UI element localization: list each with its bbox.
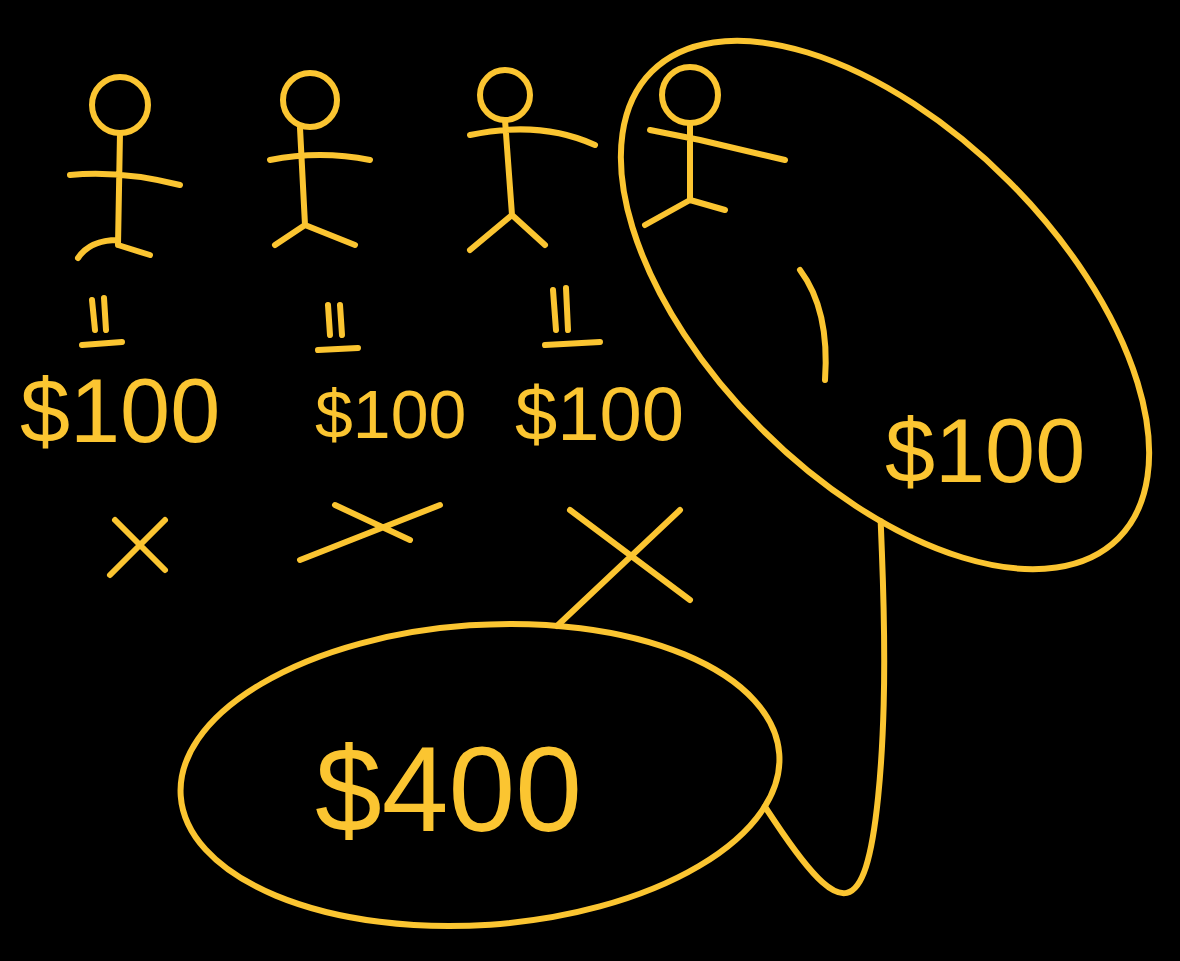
stick-figure xyxy=(645,67,826,380)
label-slot: $100 xyxy=(515,370,684,457)
pointer-stroke xyxy=(800,270,826,380)
figure-body xyxy=(645,123,785,225)
stick-figure xyxy=(70,77,180,258)
amount-text: $400 xyxy=(315,720,582,858)
label-slot: $100 xyxy=(20,360,220,464)
figure-head xyxy=(480,70,530,120)
figure-head xyxy=(92,77,148,133)
amount-text: $100 xyxy=(885,400,1085,504)
stick-figure xyxy=(470,70,595,250)
amount-label: $100 xyxy=(515,370,684,457)
amount-label: $100 xyxy=(20,360,220,464)
ellipse-node: $400 xyxy=(170,615,790,935)
equals-mark xyxy=(545,288,600,345)
figure-body xyxy=(270,128,370,245)
figure-body xyxy=(470,120,595,250)
equals-mark xyxy=(318,305,358,350)
ellipse-shape xyxy=(528,0,1180,662)
cross-mark xyxy=(110,520,165,575)
cross-mark xyxy=(300,505,440,560)
cross-mark xyxy=(557,510,690,626)
ellipse-shape xyxy=(170,604,789,945)
stick-figure xyxy=(270,73,370,245)
figure-head xyxy=(662,67,718,123)
connector-curve xyxy=(765,521,884,893)
figure-body xyxy=(70,133,180,258)
label-slot: $100 xyxy=(315,375,466,453)
amount-label: $100 xyxy=(315,375,466,453)
figure-head xyxy=(283,73,337,127)
equals-mark xyxy=(82,298,122,345)
ellipse-node: $100 xyxy=(605,25,1165,585)
